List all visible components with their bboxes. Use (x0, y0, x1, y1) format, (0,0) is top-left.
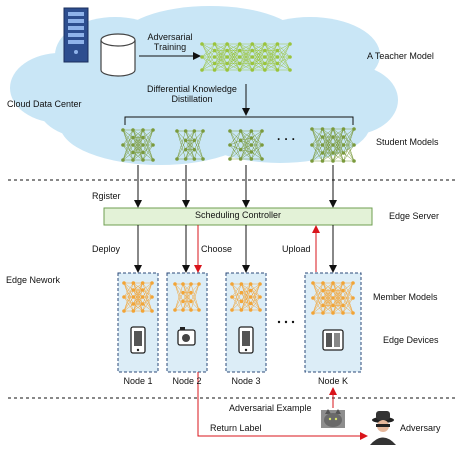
node-k-box (304, 272, 362, 373)
node-1-box (117, 272, 159, 373)
edge-network-label: Edge Nework (6, 275, 61, 285)
teacher-model-label: A Teacher Model (367, 51, 434, 61)
deploy-label: Deploy (92, 244, 121, 254)
database-icon (100, 33, 136, 77)
adversarial-example-label: Adversarial Example (229, 403, 312, 413)
dkd-label: Differential Knowledge Distillation (147, 84, 237, 104)
member-network-2-glyph (173, 282, 201, 312)
adversary-label: Adversary (400, 423, 441, 433)
member-network-3-glyph (230, 282, 262, 312)
member-models-label: Member Models (373, 292, 438, 302)
register-label: Rgister (92, 191, 121, 201)
upload-label: Upload (282, 244, 311, 254)
spy-hacker-icon (370, 411, 396, 445)
return-label-label: Return Label (210, 423, 262, 433)
cloud-shape (10, 6, 398, 165)
edge-devices-label: Edge Devices (383, 335, 439, 345)
return-label-arrow (197, 372, 368, 440)
robot-device-icon (322, 329, 344, 351)
student-network-2-glyph (175, 129, 205, 161)
node-2-label: Node 2 (172, 376, 202, 386)
cloud-data-center-label: Cloud Data Center (7, 99, 82, 109)
student-networks (121, 127, 356, 163)
student-models-bracket (124, 116, 354, 125)
member-networks (122, 281, 355, 315)
adversarial-training-label: Adversarial Training (147, 32, 193, 52)
edge-server-label: Edge Server (389, 211, 440, 221)
teacher-network-glyph (200, 42, 292, 72)
member-network-k-glyph (311, 281, 355, 315)
cat-image-icon (321, 409, 345, 428)
scheduling-controller-label: Scheduling Controller (194, 210, 282, 220)
choose-label: Choose (201, 244, 233, 254)
node-boxes (117, 272, 362, 373)
node-1-label: Node 1 (123, 376, 153, 386)
node-ellipsis (277, 320, 295, 324)
student-ellipsis: · · · (277, 132, 296, 146)
server-rack-icon (63, 7, 89, 63)
member-network-1-glyph (122, 281, 154, 313)
scheduling-controller-box (103, 207, 373, 226)
student-network-1-glyph (121, 128, 155, 162)
tablet-device-icon (238, 326, 254, 354)
student-network-3-glyph (228, 129, 264, 161)
node-2-box (166, 272, 208, 373)
node-3-label: Node 3 (231, 376, 261, 386)
node-3-box (225, 272, 267, 373)
node-k-label: Node K (317, 376, 349, 386)
register-arrows (134, 165, 337, 208)
teacher-network-icon (200, 42, 292, 72)
mobile-device-icon (130, 326, 146, 354)
deploy-arrows (134, 225, 337, 273)
student-models-label: Student Models (376, 137, 439, 147)
camera-device-icon (177, 327, 196, 346)
student-network-k-glyph (310, 127, 356, 163)
